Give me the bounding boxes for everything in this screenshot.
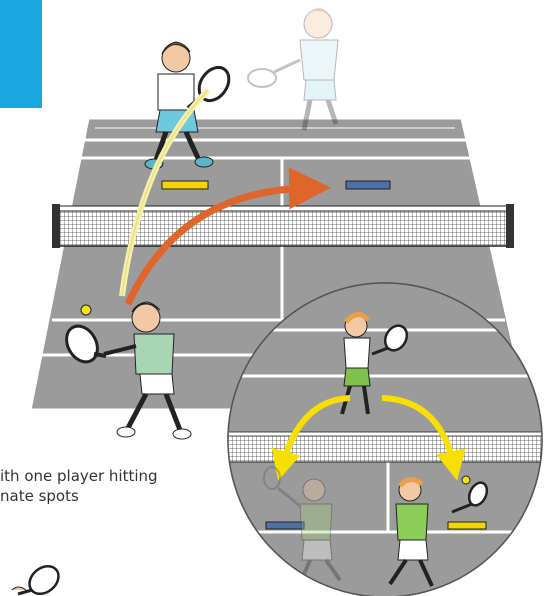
caption-line-1: ith one player hitting <box>0 466 220 486</box>
net-icon <box>52 204 514 248</box>
target-spot-blue <box>346 181 390 189</box>
accent-bar <box>0 0 42 108</box>
target-spot-yellow <box>162 181 208 189</box>
drill-caption: ith one player hitting nate spots <box>0 466 220 506</box>
target-spot-blue <box>266 522 304 529</box>
racket-icon <box>12 561 64 596</box>
target-spot-yellow <box>448 522 486 529</box>
caption-line-2: nate spots <box>0 486 220 506</box>
ball-icon <box>462 476 470 484</box>
ball-icon <box>81 305 91 315</box>
player-faded-top <box>248 8 338 130</box>
